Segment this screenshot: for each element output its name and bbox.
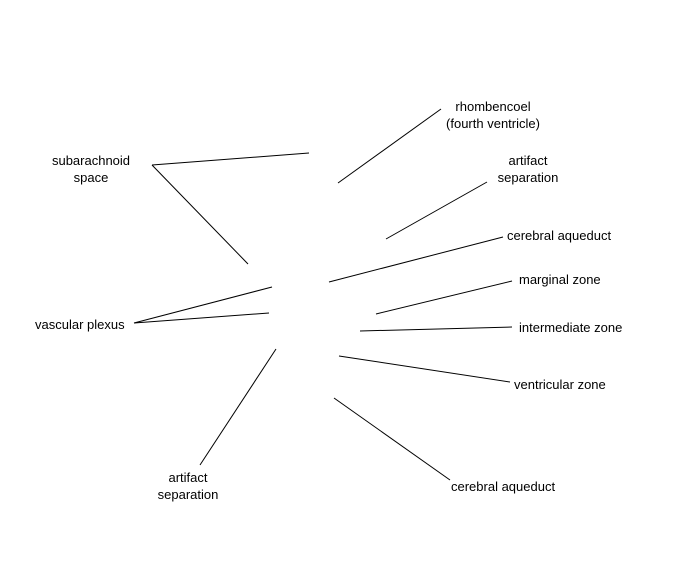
leader-line-cerebral-aqueduct-top bbox=[328, 236, 504, 283]
leader-line-artifact-separation-top bbox=[385, 181, 488, 240]
leader-line-subarachnoid-upper bbox=[151, 152, 310, 166]
label-line: marginal zone bbox=[519, 272, 601, 287]
label-line: separation bbox=[157, 487, 219, 502]
leader-line-intermediate-zone bbox=[359, 326, 513, 332]
leader-line-vascular-plexus-lower bbox=[133, 312, 270, 324]
leader-line-rhombencoel bbox=[337, 108, 442, 184]
label-line: space bbox=[73, 170, 109, 185]
leader-line-cerebral-aqueduct-bottom bbox=[333, 397, 451, 481]
label-subarachnoid-space: subarachnoid space bbox=[46, 152, 136, 186]
label-line: vascular plexus bbox=[35, 317, 125, 332]
label-intermediate-zone: intermediate zone bbox=[519, 319, 622, 336]
label-artifact-separation-top: artifact separation bbox=[486, 152, 570, 186]
label-cerebral-aqueduct-bottom: cerebral aqueduct bbox=[451, 478, 555, 495]
leader-line-artifact-separation-bottom bbox=[199, 348, 277, 466]
label-line: artifact bbox=[508, 153, 548, 168]
label-vascular-plexus: vascular plexus bbox=[35, 316, 125, 333]
label-artifact-separation-bottom: artifact separation bbox=[146, 469, 230, 503]
label-line: cerebral aqueduct bbox=[451, 479, 556, 494]
label-line: cerebral aqueduct bbox=[507, 228, 612, 243]
label-ventricular-zone: ventricular zone bbox=[514, 376, 606, 393]
label-line: separation bbox=[497, 170, 559, 185]
label-line: rhombencoel bbox=[455, 99, 531, 114]
label-line: (fourth ventricle) bbox=[446, 116, 540, 131]
label-cerebral-aqueduct-top: cerebral aqueduct bbox=[507, 227, 611, 244]
label-rhombencoel: rhombencoel (fourth ventricle) bbox=[432, 98, 554, 132]
leader-line-ventricular-zone bbox=[338, 355, 511, 383]
leader-line-marginal-zone bbox=[375, 280, 513, 315]
leader-line-vascular-plexus-upper bbox=[133, 286, 273, 324]
label-marginal-zone: marginal zone bbox=[519, 271, 601, 288]
leader-line-subarachnoid-lower bbox=[151, 164, 249, 265]
label-line: artifact bbox=[168, 470, 208, 485]
label-line: subarachnoid bbox=[51, 153, 131, 168]
label-line: intermediate zone bbox=[519, 320, 623, 335]
label-line: ventricular zone bbox=[514, 377, 606, 392]
